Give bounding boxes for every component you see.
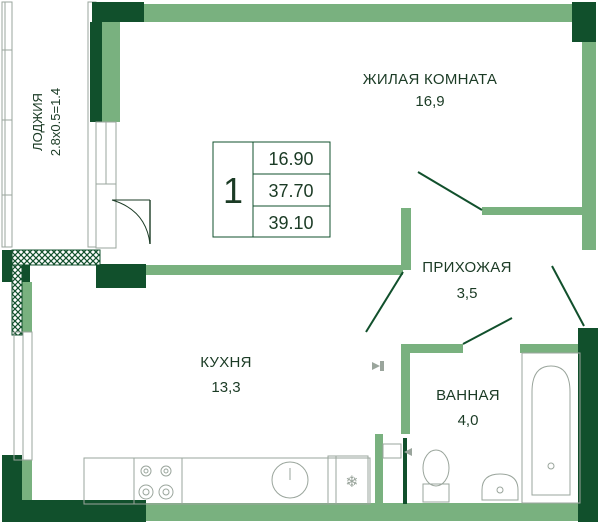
living-room-name: ЖИЛАЯ КОМНАТА bbox=[363, 71, 497, 88]
loggia: ЛОДЖИЯ 2.8x0.5=1.4 bbox=[1, 1, 97, 248]
structural-hatch bbox=[11, 249, 101, 266]
rooms-count: 1 bbox=[223, 170, 243, 211]
door-swings bbox=[365, 171, 585, 345]
windows bbox=[13, 121, 117, 461]
living-area-value: 16.90 bbox=[268, 149, 313, 169]
area-summary: 1 16.90 37.70 39.10 bbox=[212, 141, 331, 238]
living-room-area: 16,9 bbox=[415, 93, 444, 110]
hall-name: ПРИХОЖАЯ bbox=[422, 259, 512, 276]
valves bbox=[372, 361, 412, 456]
balcony-door bbox=[111, 199, 151, 245]
hall-area: 3,5 bbox=[457, 285, 478, 302]
bath-name: ВАННАЯ bbox=[436, 387, 500, 404]
structural-hatch-left bbox=[11, 264, 23, 336]
snowflake-icon: ❄ bbox=[345, 472, 358, 491]
loggia-dims: 2.8x0.5=1.4 bbox=[48, 88, 63, 156]
bathroom-fixtures bbox=[382, 352, 581, 504]
kitchen-fixtures bbox=[83, 455, 371, 505]
total-with-loggia-value: 39.10 bbox=[268, 213, 313, 233]
total-area-value: 37.70 bbox=[268, 181, 313, 201]
kitchen-name: КУХНЯ bbox=[200, 354, 252, 371]
kitchen-area: 13,3 bbox=[211, 379, 240, 396]
loggia-name: ЛОДЖИЯ bbox=[30, 93, 45, 151]
bath-area: 4,0 bbox=[458, 412, 479, 429]
